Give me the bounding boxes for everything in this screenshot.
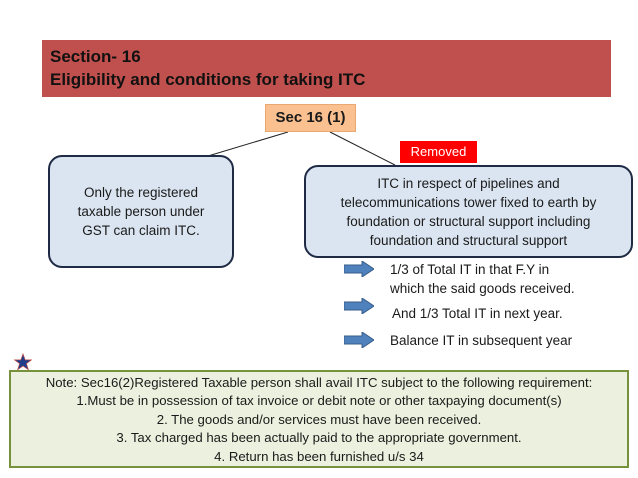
arrow-item-text: 1/3 of Total IT in that F.Y in which the… [390, 262, 575, 296]
right-box-line: telecommunications tower fixed to earth … [340, 194, 597, 210]
arrow-item-text: And 1/3 Total IT in next year. [392, 306, 563, 321]
note-line: 4. Return has been furnished u/s 34 [214, 448, 424, 464]
left-box-line: GST can claim ITC. [82, 223, 200, 238]
pipelines-tower-box: ITC in respect of pipelines and telecomm… [304, 165, 633, 258]
connector-left [207, 131, 289, 157]
right-arrow-icon [344, 298, 374, 314]
left-box-line: Only the registered [83, 185, 199, 200]
right-box-line: foundation and structural support [369, 232, 568, 248]
sec-16-1-box: Sec 16 (1) [265, 104, 356, 132]
note-box: Note: Sec16(2)Registered Taxable person … [9, 370, 629, 468]
note-line: 3. Tax charged has been actually paid to… [116, 430, 522, 446]
note-line: 1.Must be in possession of tax invoice o… [76, 393, 562, 409]
section-title: Section- 16 [50, 47, 141, 66]
note-line: Note: Sec16(2)Registered Taxable person … [45, 375, 593, 390]
right-box-line: ITC in respect of pipelines and [377, 175, 560, 191]
section-subtitle: Eligibility and conditions for taking IT… [50, 70, 366, 89]
star-icon [14, 353, 32, 371]
arrow-item-text: Balance IT in subsequent year [390, 333, 573, 348]
right-box-line: foundation or structural support includi… [346, 213, 591, 229]
right-arrow-icon [344, 261, 374, 277]
note-line: 2. The goods and/or services must have b… [156, 411, 482, 427]
registered-person-box: Only the registered taxable person under… [48, 155, 234, 268]
connector-right [329, 131, 396, 166]
removed-tag: Removed [400, 141, 477, 163]
right-arrow-icon [344, 332, 374, 348]
left-box-line: taxable person under [77, 204, 205, 219]
section-header: Section- 16 Eligibility and conditions f… [42, 40, 611, 97]
